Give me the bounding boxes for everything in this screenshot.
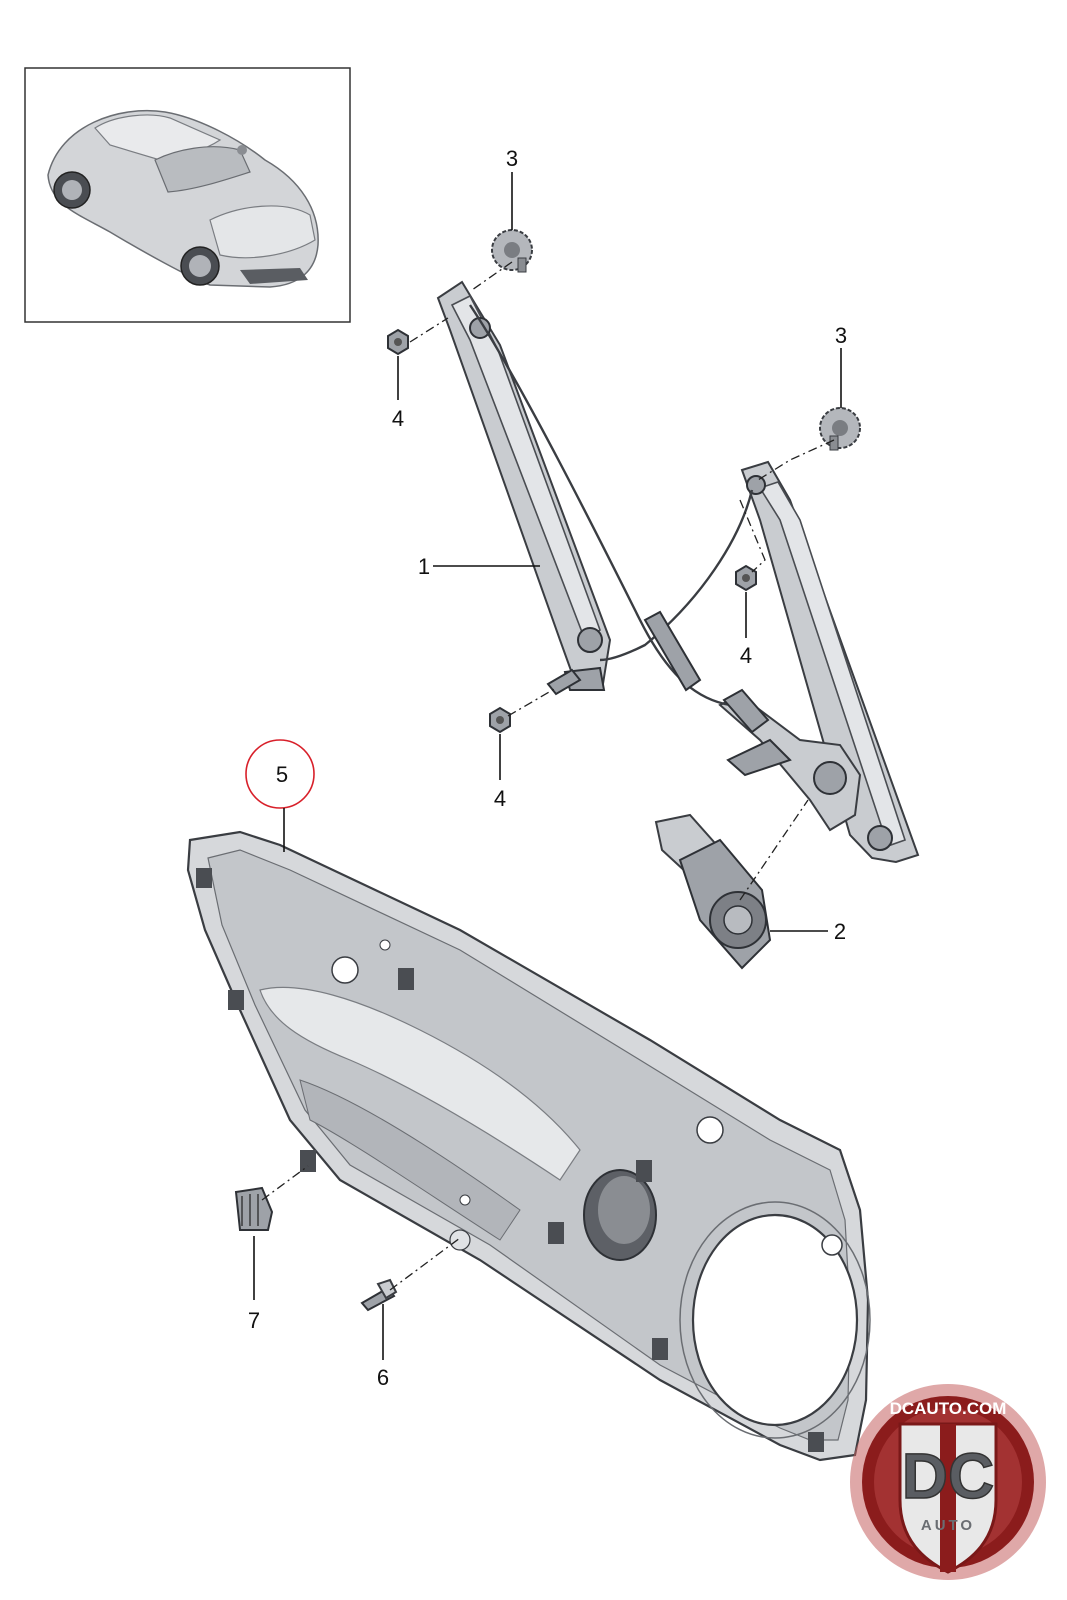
callout-7[interactable]: 7 [248, 1236, 260, 1333]
callout-4-middle-label: 4 [740, 643, 752, 668]
door-inner-panel [186, 830, 871, 1462]
logo-sub-text: AUTO [921, 1517, 975, 1534]
window-regulator [436, 280, 920, 864]
trim-clip [234, 1186, 274, 1231]
logo-monogram: DC [902, 1440, 994, 1512]
callout-4-upper-label: 4 [392, 406, 404, 431]
callout-2-label: 2 [834, 919, 846, 944]
assembly-lines [261, 261, 835, 1291]
callout-3-upper-label: 3 [506, 146, 518, 171]
callout-1-label: 1 [418, 554, 430, 579]
callout-5-highlight-circle [245, 739, 315, 809]
callout-3-lower-label: 3 [835, 323, 847, 348]
mounting-bolt [546, 668, 582, 696]
callout-5[interactable]: 5 [245, 739, 315, 852]
callout-3-lower[interactable]: 3 [835, 323, 847, 408]
dcauto-logo: DCAUTO.COM DC AUTO [850, 1384, 1046, 1580]
drive-sprocket-upper [491, 229, 533, 273]
drive-sprocket-lower [819, 407, 861, 451]
callout-6[interactable]: 6 [377, 1304, 389, 1390]
callout-4-lower-label: 4 [494, 786, 506, 811]
vehicle-thumbnail [24, 67, 351, 323]
callout-4-upper[interactable]: 4 [392, 356, 404, 431]
callout-6-label: 6 [377, 1365, 389, 1390]
nut-upper [387, 328, 409, 356]
callout-4-middle[interactable]: 4 [740, 592, 752, 668]
callout-7-label: 7 [248, 1308, 260, 1333]
car-illustration [47, 109, 319, 288]
window-motor [654, 813, 772, 970]
nut-middle [735, 564, 757, 592]
callout-4-lower[interactable]: 4 [494, 734, 506, 811]
callout-1[interactable]: 1 [418, 554, 540, 579]
logo-url-text: DCAUTO.COM [890, 1399, 1007, 1418]
callout-5-label: 5 [276, 762, 288, 787]
callout-2[interactable]: 2 [770, 919, 846, 944]
callout-3-upper[interactable]: 3 [506, 146, 518, 230]
nut-lower [489, 706, 511, 734]
mounting-stud [360, 1278, 398, 1312]
